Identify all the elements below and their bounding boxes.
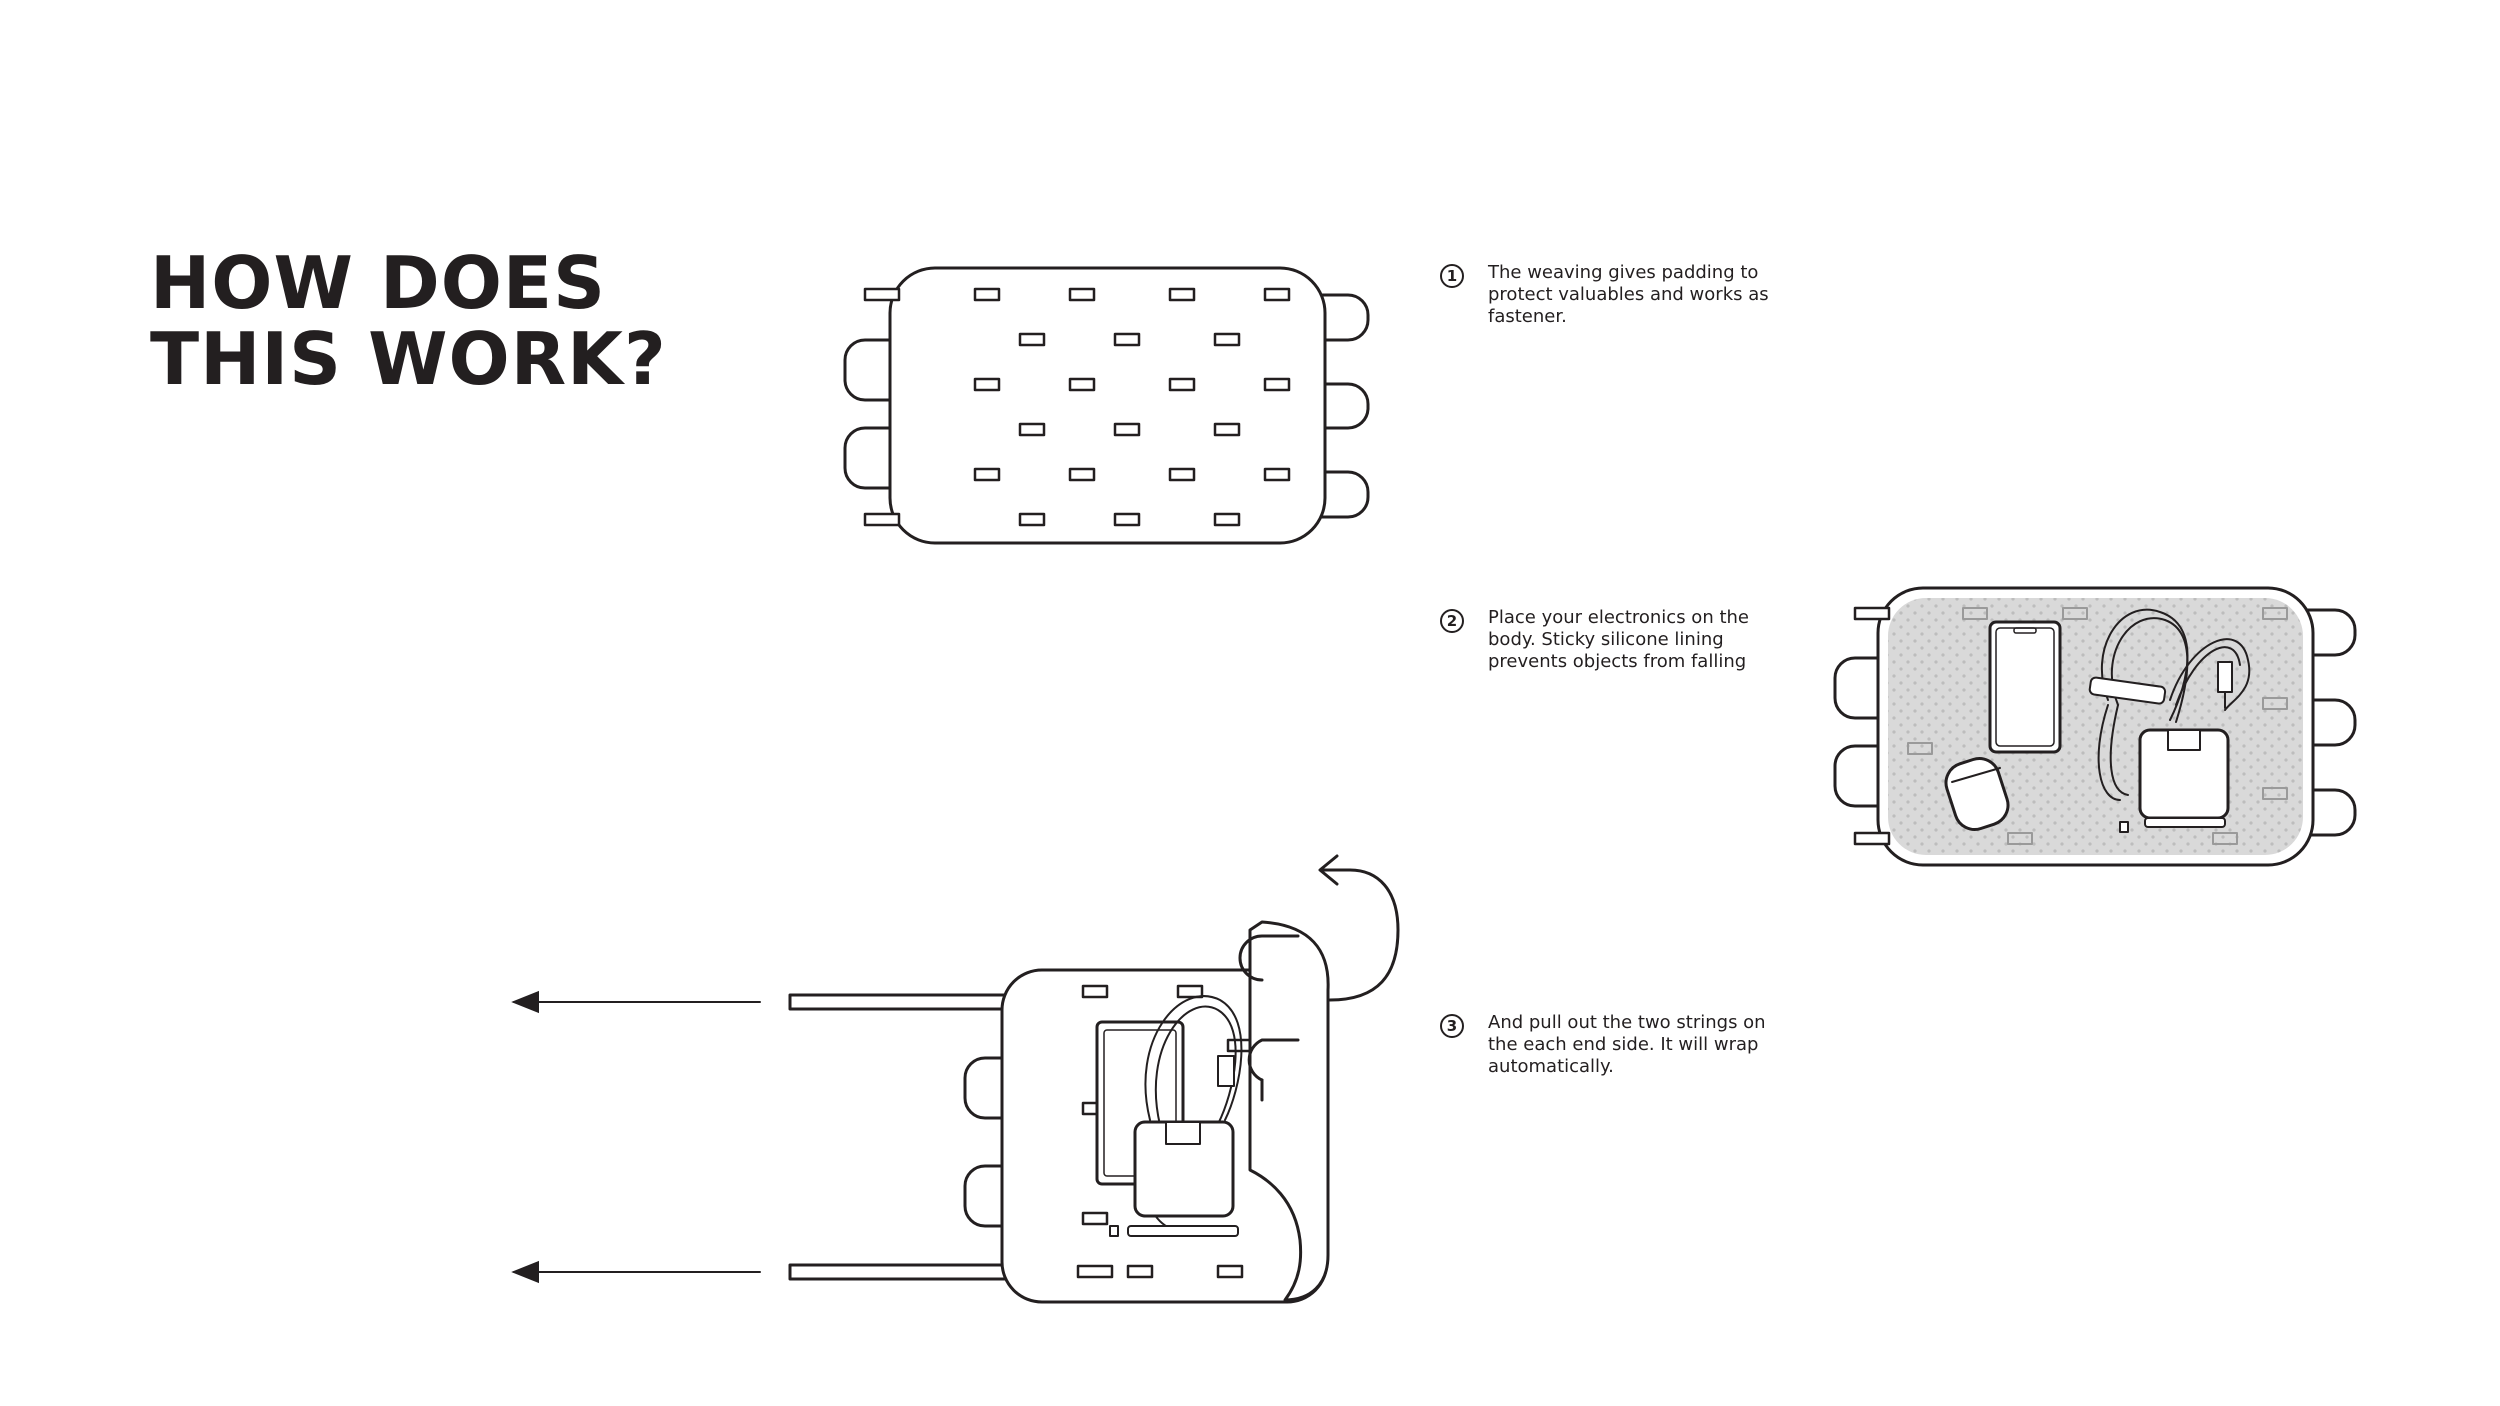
step-1-number-badge: 1	[1440, 264, 1464, 288]
pulled-string-top	[788, 993, 1014, 1011]
pad-body	[888, 266, 1327, 545]
pad-loops-left	[843, 338, 950, 490]
earbuds-case-icon	[1944, 757, 2010, 831]
step-2-text: Place your electronics on the body. Stic…	[1488, 607, 1749, 672]
charging-cable-icon	[2088, 608, 2251, 801]
title-line-2: THIS WORK?	[150, 317, 667, 401]
folding-flap	[1248, 920, 1330, 1302]
smartphone-icon	[1988, 620, 2062, 754]
pad-loops-right	[1306, 293, 1370, 519]
power-adapter-icon	[2119, 728, 2230, 833]
wrapping-pad-loops-left	[963, 1056, 1080, 1228]
wrapping-pad-illustration	[511, 854, 1400, 1304]
step-3-text: And pull out the two strings on the each…	[1488, 1012, 1766, 1077]
loaded-pad-illustration	[1833, 586, 2357, 867]
pulled-string-bottom	[788, 1263, 1014, 1281]
loaded-pad-loops-right	[2296, 608, 2357, 837]
flat-pad-illustration	[843, 266, 1370, 545]
pad-slots	[863, 287, 1291, 527]
wrap-direction-arrow	[1321, 868, 1400, 1002]
wrapped-adapter-icon	[1109, 1120, 1239, 1237]
wrap-arrow-head	[1318, 854, 1339, 886]
step-3-number-badge: 3	[1440, 1014, 1464, 1038]
loaded-pad-loops-left	[1833, 656, 1940, 808]
step-2-number-badge: 2	[1440, 609, 1464, 633]
page-title: HOW DOES THIS WORK?	[150, 245, 667, 397]
title-line-1: HOW DOES	[150, 241, 606, 325]
silicone-lining	[1888, 598, 2303, 855]
step-1-text: The weaving gives padding to protect val…	[1488, 262, 1769, 327]
